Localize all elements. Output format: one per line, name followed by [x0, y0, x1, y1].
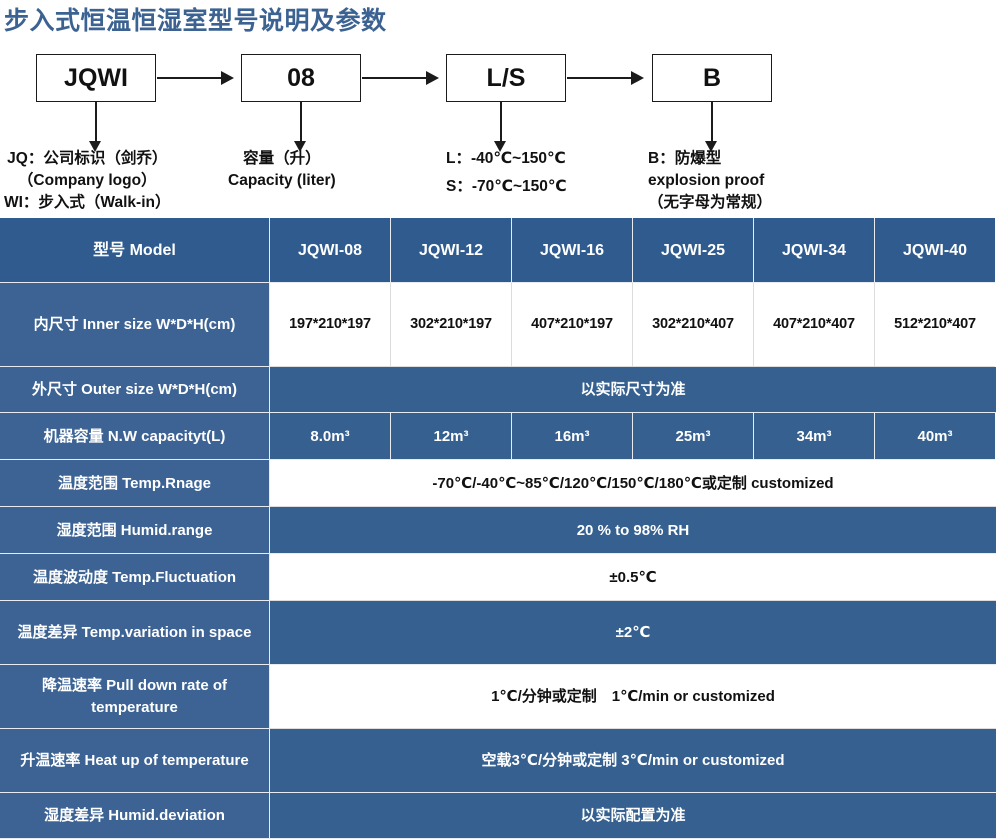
diagram-node-capacity: 08 [241, 54, 361, 102]
table-row: 机器容量 N.W capacityt(L) 8.0m³ 12m³ 16m³ 25… [0, 413, 996, 460]
arrow-down-icon [294, 102, 306, 152]
diagram-legend-temp-type: L：-40℃~150℃ S：-70℃~150℃ [446, 150, 567, 195]
model-code-diagram: JQWI 08 L/S B JQ：公司标识（剑乔） （Company logo）… [0, 48, 996, 216]
row-label-outer-size: 外尺寸 Outer size W*D*H(cm) [0, 367, 270, 413]
cell-humid-deviation-merged: 以实际配置为准 [270, 793, 996, 839]
diagram-node-temp-type: L/S [446, 54, 566, 102]
cell-capacity-2: 16m³ [512, 413, 633, 460]
arrow-right-icon [362, 71, 439, 85]
table-row: 湿度差异 Humid.deviation 以实际配置为准 [0, 793, 996, 839]
cell-capacity-1: 12m³ [391, 413, 512, 460]
cell-heat-up-rate-merged: 空载3℃/分钟或定制 3℃/min or customized [270, 729, 996, 793]
arrow-right-icon [567, 71, 644, 85]
table-row: 温度差异 Temp.variation in space ±2℃ [0, 601, 996, 665]
row-label-capacity: 机器容量 N.W capacityt(L) [0, 413, 270, 460]
cell-temp-variation-merged: ±2℃ [270, 601, 996, 665]
table-row: 温度波动度 Temp.Fluctuation ±0.5℃ [0, 554, 996, 601]
table-header-model-0: JQWI-08 [270, 218, 391, 283]
table-row: 湿度范围 Humid.range 20 % to 98% RH [0, 507, 996, 554]
row-label-heat-up-rate: 升温速率 Heat up of temperature [0, 729, 270, 793]
row-label-inner-size: 内尺寸 Inner size W*D*H(cm) [0, 283, 270, 367]
arrow-down-icon [89, 102, 101, 152]
cell-outer-size-merged: 以实际尺寸为准 [270, 367, 996, 413]
cell-temp-fluctuation-merged: ±0.5℃ [270, 554, 996, 601]
page-title: 步入式恒温恒湿室型号说明及参数 [4, 7, 387, 35]
diagram-legend-jqwi: JQ：公司标识（剑乔） （Company logo） WI：步入式（Walk-i… [4, 150, 171, 211]
cell-capacity-0: 8.0m³ [270, 413, 391, 460]
table-header-row: 型号 Model JQWI-08 JQWI-12 JQWI-16 JQWI-25… [0, 218, 996, 283]
cell-inner-size-0: 197*210*197 [270, 283, 391, 367]
diagram-node-explosion: B [652, 54, 772, 102]
cell-pull-down-rate-merged: 1℃/分钟或定制 1℃/min or customized [270, 665, 996, 729]
diagram-node-jqwi: JQWI [36, 54, 156, 102]
cell-inner-size-4: 407*210*407 [754, 283, 875, 367]
cell-capacity-5: 40m³ [875, 413, 995, 460]
arrow-down-icon [494, 102, 506, 152]
cell-inner-size-5: 512*210*407 [875, 283, 995, 367]
table-header-model-2: JQWI-16 [512, 218, 633, 283]
table-row: 内尺寸 Inner size W*D*H(cm) 197*210*197 302… [0, 283, 996, 367]
table-header-model-5: JQWI-40 [875, 218, 995, 283]
diagram-legend-explosion: B：防爆型 explosion proof （无字母为常规） [648, 150, 773, 211]
table-row: 升温速率 Heat up of temperature 空载3℃/分钟或定制 3… [0, 729, 996, 793]
cell-capacity-3: 25m³ [633, 413, 754, 460]
row-label-temp-variation: 温度差异 Temp.variation in space [0, 601, 270, 665]
table-row: 降温速率 Pull down rate of temperature 1℃/分钟… [0, 665, 996, 729]
cell-temp-range-merged: -70℃/-40℃~85℃/120℃/150℃/180℃或定制 customiz… [270, 460, 996, 507]
cell-inner-size-3: 302*210*407 [633, 283, 754, 367]
row-label-humid-range: 湿度范围 Humid.range [0, 507, 270, 554]
arrow-down-icon [705, 102, 717, 152]
row-label-pull-down-rate: 降温速率 Pull down rate of temperature [0, 665, 270, 729]
row-label-temp-range: 温度范围 Temp.Rnage [0, 460, 270, 507]
row-label-temp-fluctuation: 温度波动度 Temp.Fluctuation [0, 554, 270, 601]
table-header-model-4: JQWI-34 [754, 218, 875, 283]
spec-table: 型号 Model JQWI-08 JQWI-12 JQWI-16 JQWI-25… [0, 218, 996, 839]
table-row: 温度范围 Temp.Rnage -70℃/-40℃~85℃/120℃/150℃/… [0, 460, 996, 507]
table-header-model-label: 型号 Model [0, 218, 270, 283]
diagram-legend-capacity: 容量（升） Capacity (liter) [228, 150, 336, 189]
table-header-model-1: JQWI-12 [391, 218, 512, 283]
cell-humid-range-merged: 20 % to 98% RH [270, 507, 996, 554]
cell-capacity-4: 34m³ [754, 413, 875, 460]
cell-inner-size-2: 407*210*197 [512, 283, 633, 367]
page-root: 步入式恒温恒湿室型号说明及参数 JQWI 08 L/S B JQ：公司标识（剑乔… [0, 7, 996, 839]
arrow-right-icon [157, 71, 234, 85]
table-row: 外尺寸 Outer size W*D*H(cm) 以实际尺寸为准 [0, 367, 996, 413]
cell-inner-size-1: 302*210*197 [391, 283, 512, 367]
row-label-humid-deviation: 湿度差异 Humid.deviation [0, 793, 270, 839]
table-header-model-3: JQWI-25 [633, 218, 754, 283]
